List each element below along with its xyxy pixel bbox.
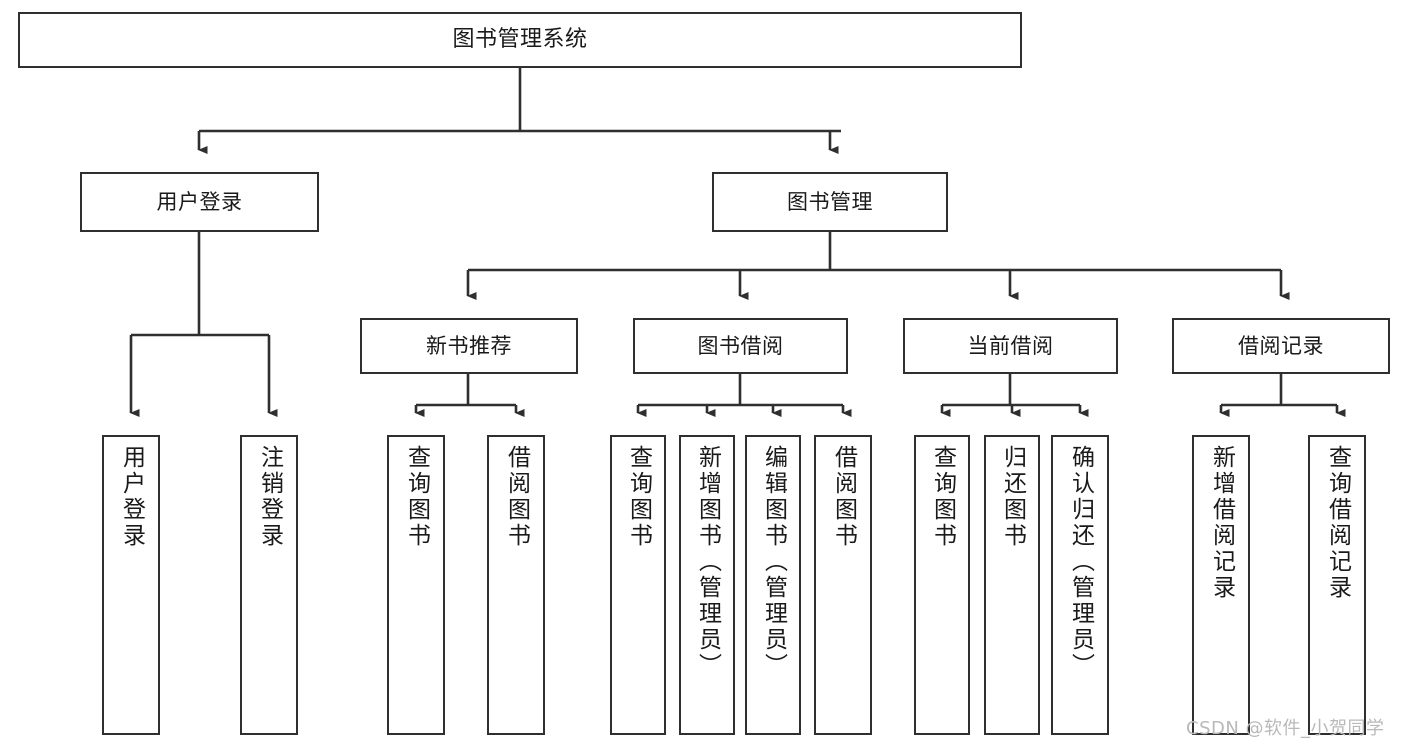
node-label: 注销登录 — [256, 445, 283, 549]
node-label: 借阅记录 — [1238, 333, 1324, 358]
node-label: 图书借阅 — [697, 333, 784, 358]
node-label: 归还图书 — [999, 445, 1026, 549]
node-label: 确认归还（管理员） — [1067, 445, 1094, 679]
node-label: 新增借阅记录 — [1208, 445, 1235, 601]
node-leaf-user-login[interactable]: 用户登录 — [102, 435, 160, 735]
node-leaf-query-book-recommend[interactable]: 查询图书 — [387, 435, 445, 735]
node-label: 图书管理系统 — [452, 27, 588, 53]
new-book-recommend-to-leaves-connectors — [414, 374, 525, 417]
node-label: 查询图书 — [625, 445, 652, 549]
node-borrow-record[interactable]: 借阅记录 — [1172, 318, 1390, 374]
node-leaf-confirm-return-admin[interactable]: 确认归还（管理员） — [1051, 435, 1109, 735]
node-root-system[interactable]: 图书管理系统 — [18, 12, 1022, 68]
node-label: 查询图书 — [403, 445, 430, 549]
node-leaf-logout[interactable]: 注销登录 — [240, 435, 298, 735]
node-leaf-query-book-current[interactable]: 查询图书 — [914, 435, 970, 735]
node-book-borrow[interactable]: 图书借阅 — [633, 318, 848, 374]
node-label: 用户登录 — [118, 445, 145, 549]
node-label: 查询借阅记录 — [1324, 445, 1351, 601]
current-borrow-to-leaves-connectors — [940, 374, 1089, 417]
node-label: 新增图书（管理员） — [694, 445, 721, 679]
node-book-management[interactable]: 图书管理 — [712, 172, 948, 232]
node-leaf-add-borrow-record[interactable]: 新增借阅记录 — [1192, 435, 1250, 735]
node-label: 查询图书 — [929, 445, 956, 549]
node-label: 借阅图书 — [830, 445, 857, 549]
node-label: 借阅图书 — [503, 445, 530, 549]
node-leaf-add-book-admin[interactable]: 新增图书（管理员） — [679, 435, 735, 735]
user-login-to-leaves-connectors — [129, 232, 278, 417]
node-leaf-edit-book-admin[interactable]: 编辑图书（管理员） — [745, 435, 801, 735]
node-user-login[interactable]: 用户登录 — [80, 172, 319, 232]
node-leaf-return-book[interactable]: 归还图书 — [984, 435, 1040, 735]
node-leaf-borrow-book-recommend[interactable]: 借阅图书 — [487, 435, 545, 735]
book-manage-to-level2-connectors — [466, 232, 1290, 300]
root-to-level1-connectors — [197, 68, 841, 154]
node-label: 编辑图书（管理员） — [760, 445, 787, 679]
node-label: 图书管理 — [787, 189, 873, 214]
node-current-borrow[interactable]: 当前借阅 — [903, 318, 1118, 374]
node-leaf-query-borrow-record[interactable]: 查询借阅记录 — [1308, 435, 1366, 735]
node-label: 当前借阅 — [967, 333, 1054, 358]
book-borrow-to-leaves-connectors — [636, 374, 852, 417]
node-new-book-recommend[interactable]: 新书推荐 — [360, 318, 578, 374]
borrow-record-to-leaves-connectors — [1219, 374, 1346, 417]
node-label: 新书推荐 — [426, 333, 512, 358]
node-label: 用户登录 — [156, 189, 243, 214]
node-leaf-borrow-book[interactable]: 借阅图书 — [814, 435, 872, 735]
node-leaf-query-book-borrow[interactable]: 查询图书 — [610, 435, 666, 735]
